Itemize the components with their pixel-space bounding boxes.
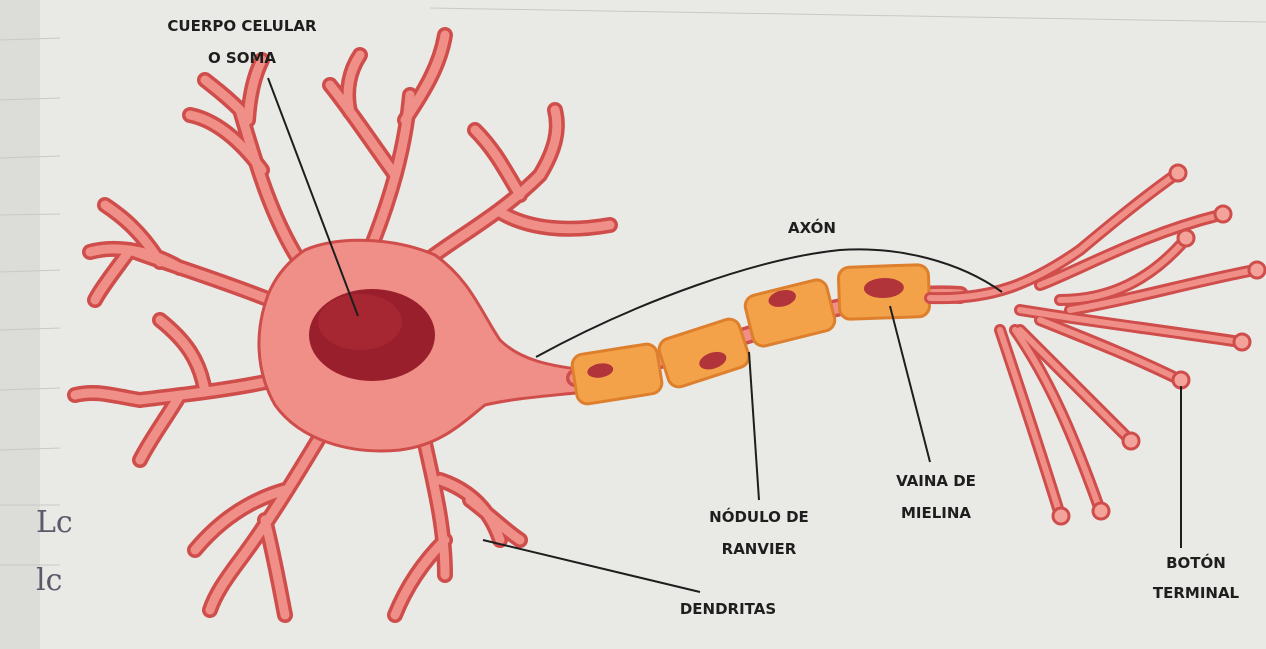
label-myelin-line2: MIELINA (901, 504, 971, 522)
label-terminal-line2: TERMINAL (1153, 584, 1240, 602)
myelin-segment (838, 264, 930, 319)
label-soma-line2: O SOMA (208, 49, 276, 67)
label-terminal-line1: BOTÓN (1166, 553, 1226, 572)
label-axon: AXÓN (788, 218, 836, 237)
nucleolus-highlight (318, 294, 402, 350)
label-soma-line1: CUERPO CELULAR (167, 17, 317, 35)
paper-margin-shade (0, 0, 40, 649)
label-myelin-line1: VAINA DE (896, 472, 976, 490)
handwriting-2: lc (36, 563, 62, 598)
label-node-line1: NÓDULO DE (709, 507, 809, 526)
label-dendrites: DENDRITAS (680, 600, 776, 618)
handwriting-1: Lc (36, 505, 73, 540)
label-node-line2: RANVIER (722, 540, 797, 558)
